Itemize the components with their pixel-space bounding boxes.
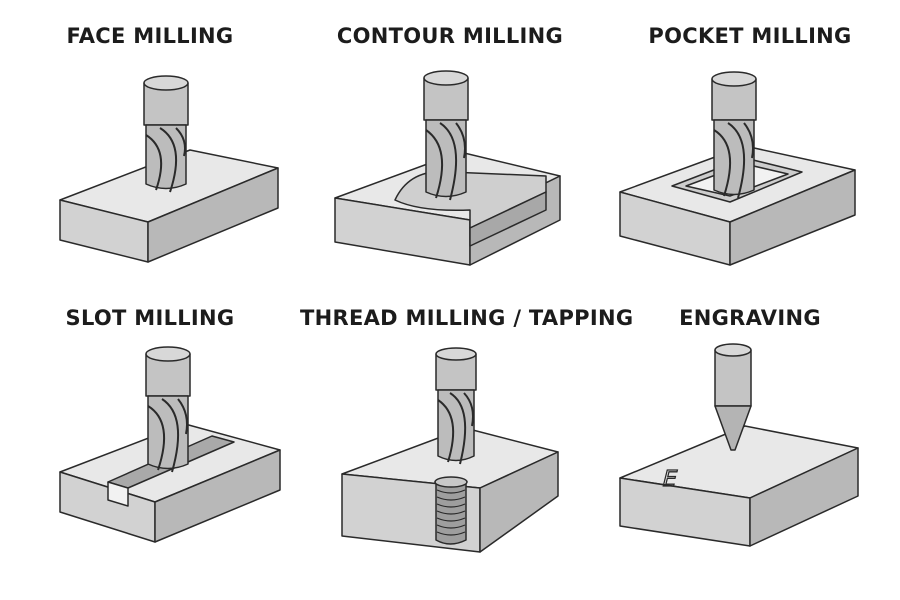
panel-engraving: ENGRAVING E <box>600 290 900 580</box>
end-mill-icon <box>145 346 191 473</box>
end-mill-icon <box>435 347 477 465</box>
title-pocket-milling: POCKET MILLING <box>648 24 852 48</box>
thread-milling-illustration <box>341 347 559 553</box>
slot-milling-illustration <box>59 346 281 543</box>
block-side <box>147 167 279 263</box>
engraving-illustration: E <box>619 343 859 547</box>
end-mill-icon <box>143 75 189 193</box>
threaded-hole <box>434 476 468 545</box>
block-side <box>729 169 856 266</box>
v-bit-icon <box>714 343 752 451</box>
contour-milling-illustration <box>334 70 561 266</box>
title-slot-milling: SLOT MILLING <box>65 306 235 330</box>
title-contour-milling: CONTOUR MILLING <box>336 24 564 48</box>
end-mill-icon <box>711 71 757 199</box>
panel-pocket-milling: POCKET MILLING <box>600 0 900 290</box>
panel-thread-milling: THREAD MILLING / TAPPING <box>300 290 634 580</box>
block-side <box>479 451 559 553</box>
pocket-milling-illustration <box>619 71 856 266</box>
block-side <box>749 447 859 547</box>
end-mill-icon <box>423 70 469 201</box>
block-side <box>154 449 281 543</box>
panel-contour-milling: CONTOUR MILLING <box>300 0 600 290</box>
panel-face-milling: FACE MILLING <box>0 0 300 290</box>
title-thread-milling: THREAD MILLING / TAPPING <box>300 306 634 330</box>
face-milling-illustration <box>59 75 279 263</box>
title-engraving: ENGRAVING <box>679 306 821 330</box>
title-face-milling: FACE MILLING <box>66 24 234 48</box>
panel-slot-milling: SLOT MILLING <box>0 290 300 580</box>
